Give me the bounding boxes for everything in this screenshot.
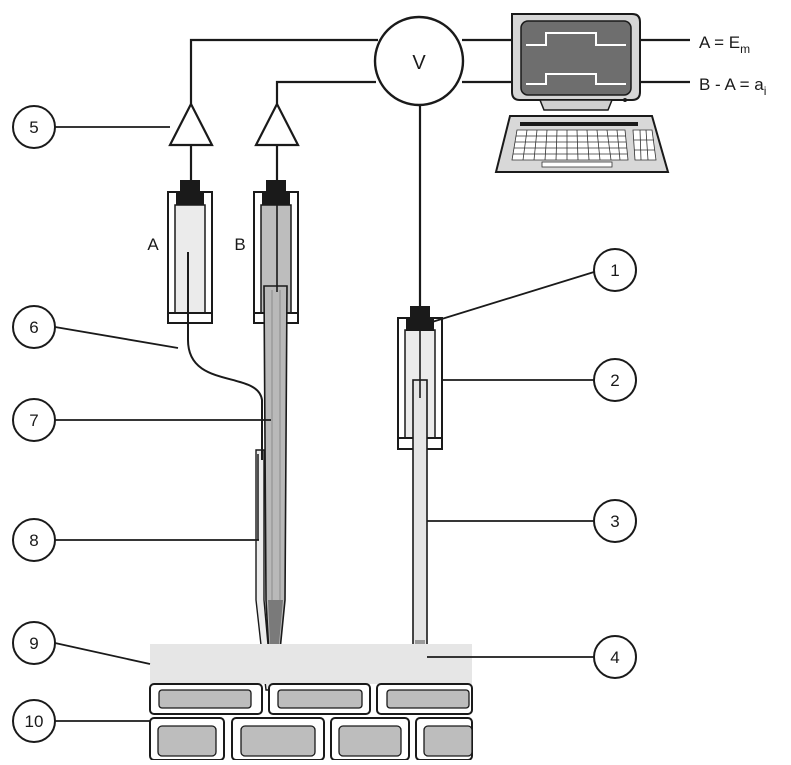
cell-nucleus — [157, 725, 217, 757]
screen-trace-b — [526, 73, 626, 85]
reference-glass — [412, 379, 428, 667]
solution-layer — [150, 644, 472, 684]
computer-icon — [494, 13, 670, 173]
callout-10-label: 10 — [25, 712, 44, 731]
callout-8: 8 — [12, 518, 56, 562]
barrel-b-connector — [262, 192, 290, 205]
callout-4: 4 — [593, 635, 637, 679]
callout-1: 1 — [593, 248, 637, 292]
cell-nucleus — [423, 725, 473, 757]
callout-6: 6 — [12, 305, 56, 349]
wiring — [189, 38, 690, 308]
voltmeter-label: V — [412, 52, 426, 74]
keyboard-numpad — [632, 129, 657, 161]
callout-9-label: 9 — [29, 634, 38, 653]
callout-3: 3 — [593, 499, 637, 543]
electrode-barrel-a: A — [147, 180, 213, 324]
output-label-a-subscript: m — [740, 42, 750, 56]
cell-nucleus — [277, 689, 363, 709]
reference-connector — [406, 318, 434, 331]
leader-6 — [54, 326, 179, 349]
leader-9 — [54, 642, 151, 665]
reference-electrode — [397, 306, 443, 667]
cell-nucleus — [240, 725, 316, 757]
output-label-a: A = Em — [699, 33, 750, 56]
monitor-screen — [520, 20, 632, 96]
callout-7-label: 7 — [29, 411, 38, 430]
keyboard-spacebar — [541, 161, 613, 168]
callout-1-label: 1 — [610, 261, 619, 280]
callout-8-label: 8 — [29, 531, 38, 550]
callout-9: 9 — [12, 621, 56, 665]
cell-nucleus — [338, 725, 402, 757]
barrel-a-wire — [187, 252, 263, 460]
callout-2-label: 2 — [610, 371, 619, 390]
monitor-stand — [538, 99, 614, 111]
numpad-grid — [634, 129, 655, 161]
barrel-a-label: A — [147, 235, 159, 254]
voltmeter: V — [373, 15, 465, 107]
amplifier-a — [168, 101, 214, 147]
keyboard-function-row — [520, 122, 638, 126]
leader-1 — [431, 271, 595, 323]
output-label-b-subscript: i — [764, 84, 767, 98]
callout-leaders — [54, 126, 595, 722]
callout-3-label: 3 — [610, 512, 619, 531]
wire-b-to-voltmeter — [275, 80, 376, 104]
barrel-b-label: B — [234, 235, 245, 254]
callouts: 1 2 3 4 5 6 7 8 9 10 — [12, 105, 637, 743]
callout-5-label: 5 — [29, 118, 38, 137]
screen-trace-a — [526, 32, 626, 46]
barrel-a-cap — [180, 180, 200, 194]
callout-4-label: 4 — [610, 648, 619, 667]
voltmeter-circle — [373, 15, 465, 107]
callout-7: 7 — [12, 398, 56, 442]
keyboard-key-grid — [513, 129, 627, 161]
callout-5: 5 — [12, 105, 56, 149]
barrel-a-connector — [176, 192, 204, 205]
output-label-b-main: B - A = a — [699, 75, 764, 94]
callout-10: 10 — [12, 699, 56, 743]
cell-nucleus — [386, 689, 470, 709]
cell-layer-bottom — [149, 717, 473, 761]
output-label-a-main: A = E — [699, 33, 740, 52]
monitor-power-light — [623, 98, 627, 102]
amplifier-b — [254, 101, 300, 147]
barrel-b-cap — [266, 180, 286, 194]
wire-a-to-voltmeter — [189, 38, 378, 104]
callout-6-label: 6 — [29, 318, 38, 337]
reference-cap — [410, 306, 430, 320]
cell-layer-top — [149, 683, 473, 715]
callout-2: 2 — [593, 358, 637, 402]
barrel-a-tube — [174, 204, 206, 314]
cell-nucleus — [158, 689, 252, 709]
output-label-b: B - A = ai — [699, 75, 766, 98]
